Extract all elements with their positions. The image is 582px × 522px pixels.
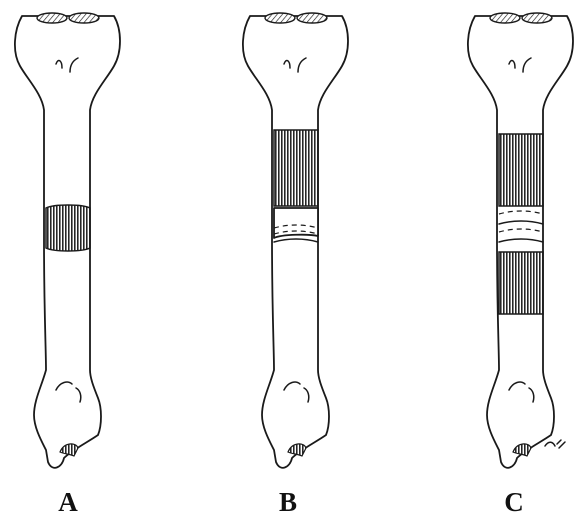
bone-b [243,13,348,468]
panel-label-b: B [279,487,297,517]
hatched-band-c-lower [499,252,543,314]
gap-b [274,208,318,238]
bone-a [15,13,120,468]
hatched-band-b [274,130,318,206]
panel-label-a: A [58,487,78,517]
bone-c [468,13,573,468]
hatched-band-a [46,205,90,251]
panel-label-c: C [504,487,524,517]
hatched-band-c-upper [499,134,543,206]
